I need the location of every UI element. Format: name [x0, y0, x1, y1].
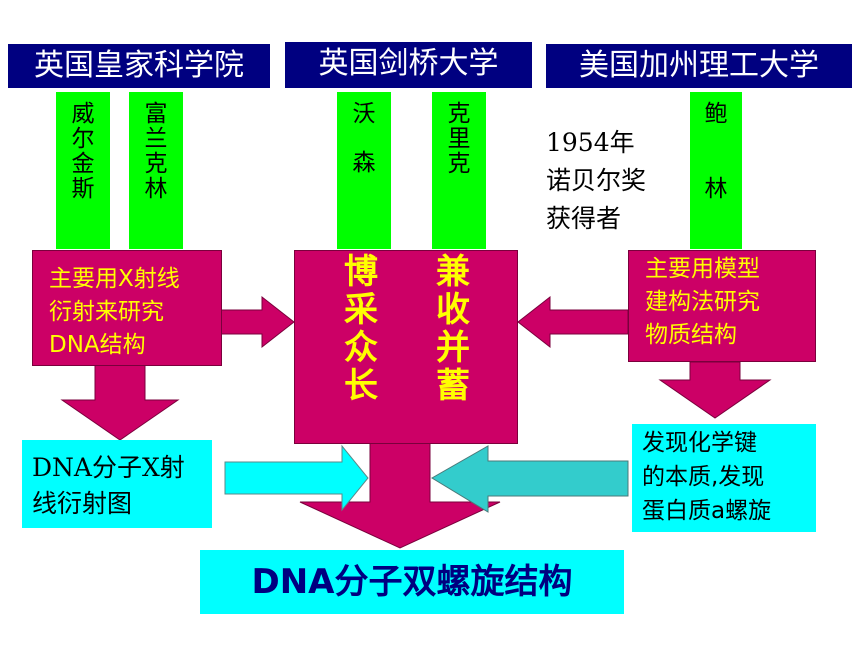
center-text-right: 兼收并蓄	[436, 252, 470, 406]
right-method-down-arrow	[658, 361, 772, 419]
center-text-left: 博采众长	[344, 252, 378, 406]
nobel-note: 1954年诺贝尔奖获得者	[546, 128, 647, 233]
scientist-wilkins: 威尔金斯	[56, 92, 110, 249]
institution-cambridge: 英国剑桥大学	[285, 42, 532, 88]
left-method-down-arrow	[60, 361, 180, 441]
scientist-pauling: 鲍林	[690, 92, 742, 249]
scientist-crick: 克里克	[432, 92, 486, 249]
institution-royal-society: 英国皇家科学院	[8, 44, 270, 88]
center-down-arrow	[299, 439, 501, 549]
scientist-watson: 沃森	[337, 92, 391, 249]
right-finding-arrow	[431, 445, 629, 513]
institution-caltech: 美国加州理工大学	[546, 44, 852, 88]
conclusion-double-helix: DNA分子双螺旋结构	[200, 550, 624, 614]
right-to-center-arrow	[517, 295, 629, 349]
finding-right-chemical-bond: 发现化学键的本质,发现蛋白质a螺旋	[632, 424, 816, 532]
center-synthesis-box: 博采众长 兼收并蓄	[294, 250, 518, 444]
scientist-franklin: 富兰克林	[129, 92, 183, 249]
left-finding-arrow	[224, 444, 369, 512]
left-to-center-arrow	[211, 295, 295, 349]
finding-left-xray-pattern: DNA分子X射线衍射图	[22, 440, 212, 528]
method-right-model: 主要用模型建构法研究物质结构	[628, 250, 816, 362]
